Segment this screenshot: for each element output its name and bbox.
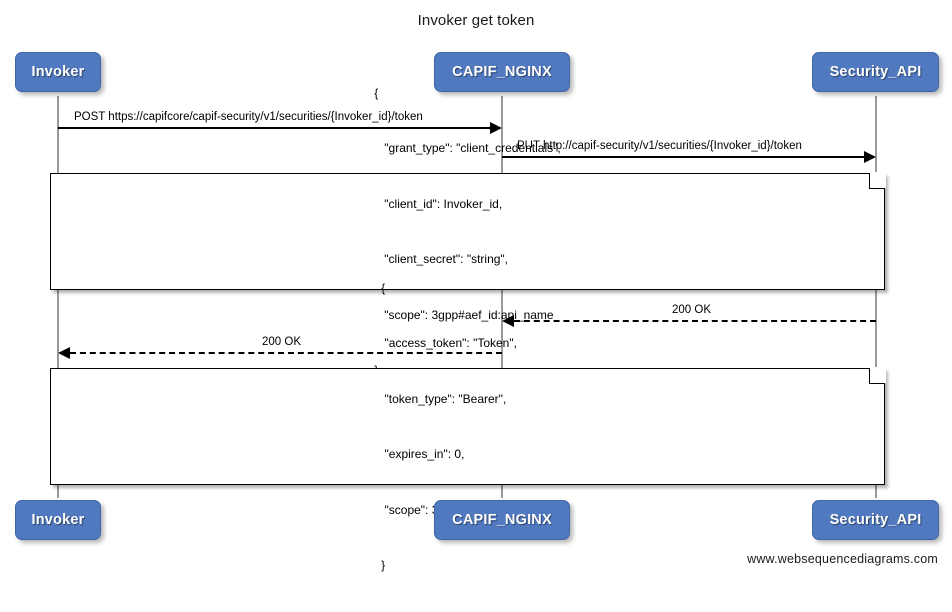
arrowhead-left-icon: [502, 315, 514, 327]
arrowhead-right-icon: [490, 122, 502, 134]
note-line: "grant_type": "client_credentials",: [374, 141, 561, 155]
participant-security-api-bottom[interactable]: Security_API: [812, 500, 939, 540]
message-line-put-token: [502, 156, 864, 158]
arrowhead-right-icon: [864, 151, 876, 163]
message-label-post-token: POST https://capifcore/capif-security/v1…: [74, 111, 423, 123]
sequence-diagram-canvas: Invoker get token Invoker CAPIF_NGINX Se…: [15, 12, 939, 572]
participant-invoker-top[interactable]: Invoker: [15, 52, 101, 92]
lifeline-invoker: [57, 96, 59, 498]
note-line: "expires_in": 0,: [381, 447, 465, 461]
participant-security-api-top[interactable]: Security_API: [812, 52, 939, 92]
note-line: "access_token": "Token",: [381, 336, 517, 350]
note-fold-cut-icon: [869, 172, 886, 189]
participant-label: CAPIF_NGINX: [452, 512, 552, 528]
note-line: }: [381, 558, 386, 572]
participant-label: Invoker: [31, 64, 85, 80]
message-label-200-ok-invoker: 200 OK: [262, 336, 301, 348]
participant-invoker-bottom[interactable]: Invoker: [15, 500, 101, 540]
participant-label: Invoker: [31, 512, 85, 528]
note-request-body: { "grant_type": "client_credentials", "c…: [50, 86, 886, 377]
message-line-post-token: [58, 127, 490, 129]
participant-label: CAPIF_NGINX: [452, 64, 552, 80]
lifeline-security-api: [875, 96, 877, 498]
arrowhead-left-icon: [58, 347, 70, 359]
participant-label: Security_API: [829, 64, 922, 80]
note-request-body-text: { "grant_type": "client_credentials", "c…: [374, 47, 560, 417]
footer-watermark: www.websequencediagrams.com: [747, 552, 938, 566]
participant-capif-nginx-top[interactable]: CAPIF_NGINX: [434, 52, 570, 92]
message-line-200-ok-security: [514, 320, 876, 322]
note-fold-cut-icon: [869, 367, 886, 384]
note-response-body: { "access_token": "Token", "token_type":…: [50, 281, 886, 572]
note-response-body-text: { "access_token": "Token", "token_type":…: [381, 242, 554, 612]
note-line: "client_secret": "string",: [374, 252, 509, 266]
message-label-put-token: PUT http://capif-security/v1/securities/…: [517, 140, 802, 152]
participant-label: Security_API: [829, 512, 922, 528]
note-line: "scope": 3gpp#aef_id:api_name: [374, 307, 554, 322]
message-line-200-ok-invoker: [70, 352, 502, 354]
note-line: {: [374, 85, 379, 100]
page-title: Invoker get token: [417, 12, 535, 29]
participant-capif-nginx-bottom[interactable]: CAPIF_NGINX: [434, 500, 570, 540]
lifeline-capif-nginx: [501, 96, 503, 498]
note-line: {: [381, 280, 386, 295]
note-line: "client_id": Invoker_id,: [374, 196, 503, 211]
message-label-200-ok-security: 200 OK: [672, 304, 711, 316]
note-line: "token_type": "Bearer",: [381, 391, 507, 406]
